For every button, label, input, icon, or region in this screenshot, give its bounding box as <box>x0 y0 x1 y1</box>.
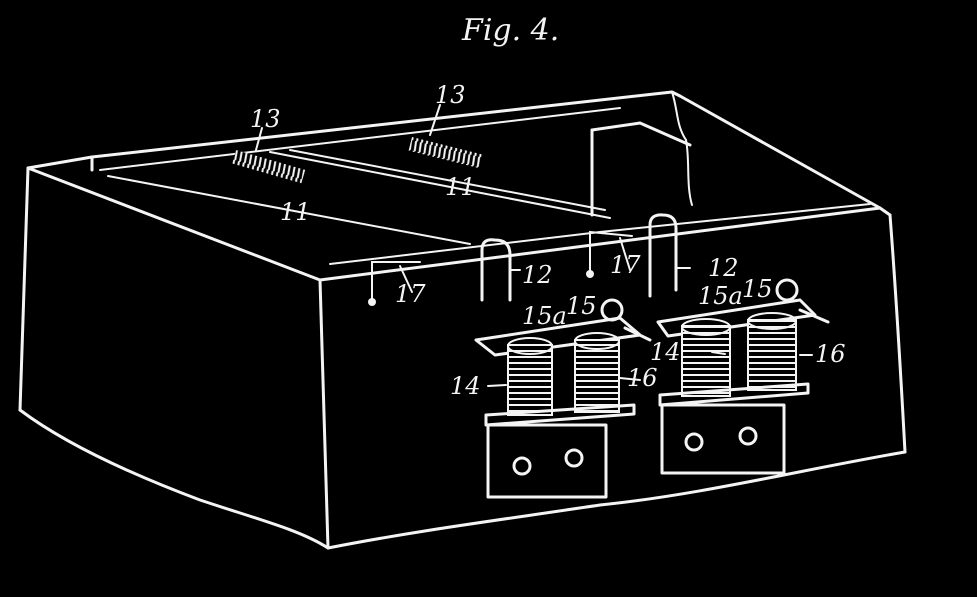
label-14-left: 14 <box>450 372 481 400</box>
relay-right <box>656 278 830 475</box>
label-13-left: 13 <box>250 105 281 133</box>
relay-left <box>474 298 652 499</box>
wire-hooks <box>368 213 678 306</box>
hook-17-right <box>589 230 633 273</box>
coil-16-left <box>574 339 620 413</box>
figure-title: Fig. 4. <box>461 13 559 48</box>
right-block <box>590 121 693 217</box>
rear-board <box>90 90 687 172</box>
label-15a-right: 15a <box>698 282 743 310</box>
spring-left <box>232 150 306 184</box>
coil-14-left <box>507 344 553 416</box>
base-plate-right <box>660 403 786 475</box>
label-11-left: 11 <box>280 198 311 226</box>
front-face <box>18 166 907 550</box>
base-plate-left <box>486 423 608 499</box>
spring-right <box>408 137 482 169</box>
label-17-right: 17 <box>610 251 641 279</box>
leader-lines <box>255 104 813 387</box>
label-11-right: 11 <box>445 173 476 201</box>
label-15-right: 15 <box>742 275 773 303</box>
bracket-12-right <box>648 213 678 298</box>
label-17-left: 17 <box>395 280 426 308</box>
coil-14-right <box>681 325 731 397</box>
label-12-left: 12 <box>522 261 553 289</box>
bracket-12-left <box>480 238 512 302</box>
coil-16-right <box>747 319 797 391</box>
label-16-right: 16 <box>815 340 846 368</box>
label-14-right: 14 <box>650 338 681 366</box>
top-surface <box>26 94 882 282</box>
hook-17-left <box>371 261 421 301</box>
springs <box>232 137 482 184</box>
label-12-right: 12 <box>708 254 739 282</box>
label-15a-left: 15a <box>522 302 567 330</box>
reference-numerals: 13 13 11 11 17 17 12 12 15a 15 15a 15 14… <box>250 81 846 400</box>
label-13-right: 13 <box>435 81 466 109</box>
label-16-left: 16 <box>627 364 658 392</box>
label-15-left: 15 <box>566 292 597 320</box>
